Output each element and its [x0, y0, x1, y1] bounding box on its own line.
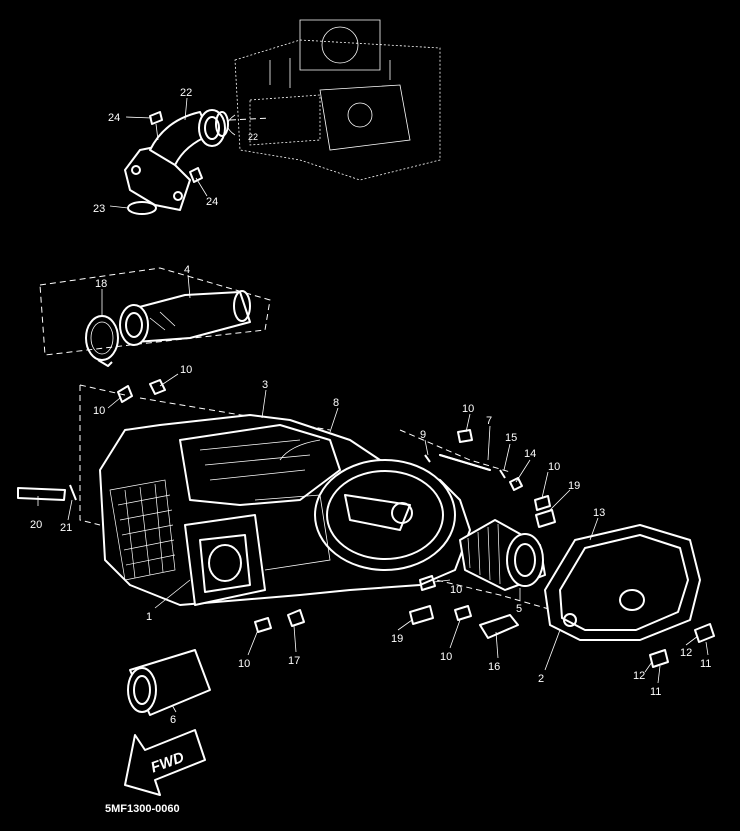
callout-24: 24 [108, 112, 120, 124]
callout-17: 17 [288, 655, 300, 667]
callout-8: 8 [333, 397, 339, 409]
callout-4: 4 [184, 264, 190, 276]
plug-14 [509, 477, 523, 491]
clip-15 [499, 469, 506, 479]
callout-labels: 24 22 23 24 18 4 10 10 3 8 10 7 9 15 14 … [30, 87, 711, 726]
callout-13: 13 [593, 507, 605, 519]
callout-9: 9 [420, 429, 426, 441]
callout-19: 19 [391, 633, 403, 645]
air-filter-element-5 [459, 519, 546, 591]
dash-left-vertical [79, 385, 101, 526]
plug-9 [424, 454, 431, 463]
air-joint-4 [119, 290, 251, 346]
case-cover-13 [544, 524, 701, 641]
callout-24: 24 [206, 196, 218, 208]
screw-24a [149, 111, 163, 141]
callout-12: 12 [680, 647, 692, 659]
intake-joint-22: 22 [124, 109, 271, 211]
callout-1: 1 [146, 611, 152, 623]
dash-left-top [79, 384, 126, 396]
dash-right-top [399, 429, 511, 473]
hose-7-inner [439, 454, 491, 471]
callout-22: 22 [180, 87, 192, 99]
callout-10: 10 [180, 364, 192, 376]
callout-15: 15 [505, 432, 517, 444]
group-bracket-upper [39, 267, 271, 356]
callout-10: 10 [440, 651, 452, 663]
callout-11: 11 [650, 686, 661, 698]
callout-16: 16 [488, 661, 500, 673]
callout-20: 20 [30, 519, 42, 531]
bolt-19b [409, 605, 434, 625]
bolt-19a [535, 509, 556, 528]
clip-21 [69, 484, 77, 501]
callout-10: 10 [548, 461, 560, 473]
callout-2: 2 [538, 673, 544, 685]
grommet-17 [287, 609, 305, 627]
fwd-direction-arrow: FWD [124, 729, 206, 796]
drain-hose-20 [17, 487, 66, 501]
clamp-18 [85, 315, 119, 367]
screw-12b [649, 649, 669, 668]
callout-12: 12 [633, 670, 645, 682]
carburetor-outline [227, 19, 441, 181]
callout-10: 10 [462, 403, 474, 415]
air-filter-case-1 [99, 414, 471, 606]
callout-7: 7 [486, 415, 492, 427]
o-ring-23 [127, 201, 157, 215]
callout-23: 23 [93, 203, 105, 215]
diagram-code: 5MF1300-0060 [105, 803, 180, 815]
screw-12a [694, 623, 715, 643]
callout-5: 5 [516, 603, 522, 615]
svg-text:22: 22 [248, 132, 258, 142]
intake-duct-6 [127, 649, 211, 716]
callout-10: 10 [93, 405, 105, 417]
leader-lines [37, 97, 709, 713]
screw-24b [189, 167, 203, 183]
callout-19: 19 [568, 480, 580, 492]
callout-3: 3 [262, 379, 268, 391]
callout-10: 10 [450, 584, 462, 596]
callout-14: 14 [524, 448, 536, 460]
callout-18: 18 [95, 278, 107, 290]
callout-21: 21 [60, 522, 72, 534]
callout-6: 6 [170, 714, 176, 726]
callout-10: 10 [238, 658, 250, 670]
clip-16 [479, 614, 519, 639]
callout-11: 11 [700, 658, 711, 670]
